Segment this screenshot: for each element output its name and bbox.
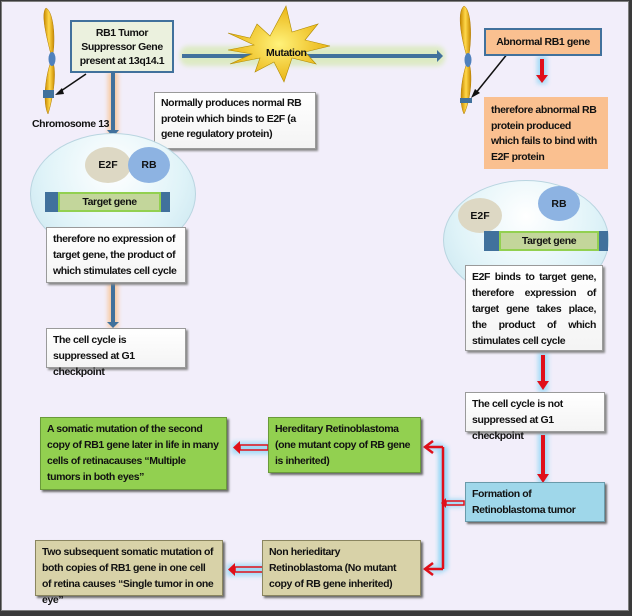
cell-cycle-suppressed-box: The cell cycle is suppressed at G1 check…	[46, 328, 186, 378]
cell-cycle-not-suppressed-box: The cell cycle is not suppressed at G1 c…	[465, 392, 605, 442]
arrow-cell-to-not-suppressed	[537, 352, 549, 392]
single-tumor-outcome-box: Two subsequent somatic mutation of both …	[35, 540, 223, 606]
arrow-hereditary-to-outcome	[232, 441, 272, 454]
rb1-tumor-suppressor-gene-box: RB1 Tumor Suppressor Gene present at 13q…	[70, 20, 174, 73]
non-hereditary-retinoblastoma-box: Non herieditary Retinoblastoma (No mutan…	[262, 540, 421, 596]
mutation-starburst-icon	[227, 5, 331, 83]
mutation-arrow	[180, 46, 445, 66]
right-e2f-protein: E2F	[458, 198, 502, 233]
multiple-tumors-outcome-box: A somatic mutation of the second copy of…	[40, 417, 227, 490]
left-target-gene-label: Target gene	[58, 192, 161, 212]
left-e2f-protein: E2F	[85, 147, 131, 183]
right-target-gene-label: Target gene	[499, 231, 599, 251]
left-rb-protein: RB	[128, 147, 170, 183]
right-target-gene: Target gene	[484, 231, 608, 251]
right-rb-protein: RB	[538, 186, 580, 221]
chromosome-13-label: Chromosome 13	[32, 118, 110, 130]
mutation-label: Mutation	[266, 47, 307, 59]
gene-locus-pointer-left	[57, 73, 87, 94]
chromosome-13-right-icon	[459, 5, 472, 115]
gene-locus-pointer-right	[474, 52, 509, 95]
left-target-gene: Target gene	[45, 192, 170, 212]
e2f-binds-box: E2F binds to target gene, therefore expr…	[465, 265, 603, 351]
hereditary-retinoblastoma-box: Hereditary Retinoblastoma (one mutant co…	[268, 417, 421, 473]
abnormal-rb1-gene-box: Abnormal RB1 gene	[484, 28, 602, 56]
no-expression-box: therefore no expression of target gene, …	[46, 227, 186, 283]
arrow-not-suppressed-to-formation	[537, 432, 549, 484]
formation-retinoblastoma-box: Formation of Retinoblastoma tumor	[465, 482, 605, 522]
normally-produces-box: Normally produces normal RB protein whic…	[154, 92, 316, 149]
arrow-formation-to-types	[422, 440, 465, 576]
abnormal-rb-protein-box: therefore abnormal RB protein produced w…	[484, 97, 608, 169]
arrow-description-to-suppressed	[107, 282, 119, 328]
arrow-abnormal-to-produces	[536, 56, 548, 84]
chromosome-13-left-icon	[43, 7, 56, 115]
